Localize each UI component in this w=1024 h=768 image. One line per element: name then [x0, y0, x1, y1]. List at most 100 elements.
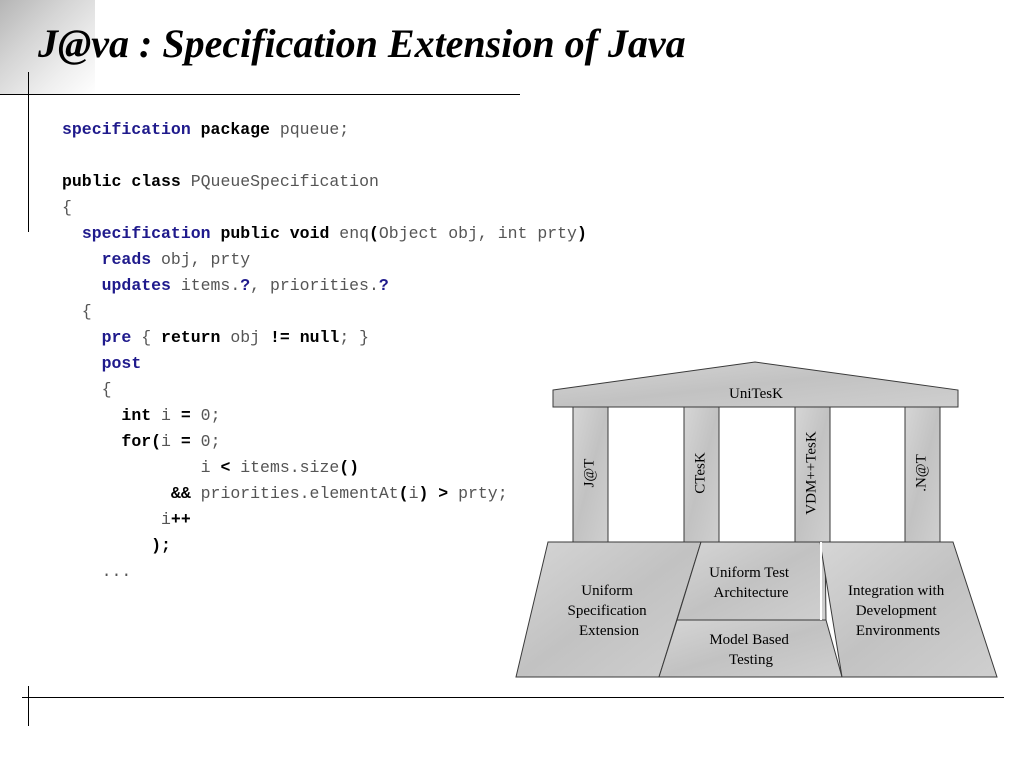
code-token: obj — [220, 328, 270, 347]
code-token: public — [220, 224, 280, 243]
code-token: priorities.elementAt — [190, 484, 399, 503]
code-token: Object obj, int prty — [378, 224, 577, 243]
code-token: ) — [418, 484, 429, 503]
footer-line — [22, 697, 1004, 698]
code-token: PQueueSpecification — [180, 172, 379, 191]
code-token: public — [62, 172, 122, 191]
code-token: post — [101, 354, 142, 373]
code-token — [62, 328, 102, 347]
code-token: , priorities. — [250, 276, 379, 295]
code-token: return — [161, 328, 221, 347]
code-token — [62, 406, 121, 425]
code-block: specification package pqueue; public clas… — [62, 117, 587, 585]
code-line: { — [62, 377, 587, 403]
code-token — [62, 276, 102, 295]
code-token: ? — [378, 276, 389, 295]
code-line: specification public void enq(Object obj… — [62, 221, 587, 247]
base-right-line: Integration with — [848, 583, 945, 599]
code-token: items.size — [230, 458, 340, 477]
code-line: && priorities.elementAt(i) > prty; — [62, 481, 587, 507]
code-token: { — [62, 302, 92, 321]
base-right-block — [819, 541, 998, 678]
code-token: i — [62, 510, 171, 529]
code-token — [62, 484, 171, 503]
code-token: ... — [62, 562, 132, 581]
code-token: int — [121, 406, 152, 425]
pillar-nat — [904, 406, 941, 543]
code-token: { — [62, 198, 72, 217]
code-token: ) — [576, 224, 587, 243]
title-underline — [0, 94, 520, 95]
code-token: obj, prty — [151, 250, 251, 269]
base-left-line: Extension — [579, 623, 639, 639]
code-line: i < items.size() — [62, 455, 587, 481]
code-token: ; } — [339, 328, 370, 347]
code-token: { — [131, 328, 162, 347]
code-token — [211, 224, 221, 243]
code-token: specification — [81, 224, 211, 243]
base-left-line: Specification — [568, 603, 648, 619]
pillar-label-jat: J@T — [581, 459, 597, 488]
code-token: i — [151, 406, 181, 425]
code-line — [62, 143, 587, 169]
code-line: ... — [62, 559, 587, 585]
code-line: updates items.?, priorities.? — [62, 273, 587, 299]
code-line: post — [62, 351, 587, 377]
code-token: for — [121, 432, 152, 451]
code-line: { — [62, 299, 587, 325]
code-token: specification — [62, 120, 191, 139]
code-token: pre — [101, 328, 132, 347]
code-line: specification package pqueue; — [62, 117, 587, 143]
pillar-label-ctesk: CTesK — [692, 452, 708, 494]
pillar-label-vdm-tesk: VDM++TesK — [803, 431, 819, 515]
code-token: ( — [151, 432, 162, 451]
code-token: ( — [369, 224, 379, 243]
slide-title: J@va : Specification Extension of Java — [38, 21, 686, 66]
code-line: { — [62, 195, 587, 221]
code-token — [62, 224, 82, 243]
roof-pediment — [552, 361, 959, 408]
code-line: public class PQueueSpecification — [62, 169, 587, 195]
pillar-jat — [572, 406, 609, 543]
code-line: ); — [62, 533, 587, 559]
code-token — [62, 354, 102, 373]
code-token: ? — [240, 276, 251, 295]
base-center-bottom-label: Model Based Testing — [709, 632, 792, 668]
code-line: int i = 0; — [62, 403, 587, 429]
code-token: ( — [398, 484, 409, 503]
base-center-top-line: Uniform Test — [709, 565, 790, 581]
code-token — [121, 172, 131, 191]
unitesk-temple-diagram: UniTesK J@T CTesK VDM++TesK .N@T Uniform… — [510, 355, 1005, 685]
code-token: enq — [329, 224, 369, 243]
base-center-bottom-line: Model Based — [709, 632, 789, 648]
code-token: i — [408, 484, 419, 503]
code-token: 0; — [190, 432, 221, 451]
code-token: != — [269, 328, 290, 347]
pillar-label-nat: .N@T — [913, 454, 929, 492]
code-token — [191, 120, 201, 139]
base-center-bottom-block — [658, 619, 843, 678]
footer-tick — [28, 686, 29, 726]
base-left-line: Uniform — [581, 583, 633, 599]
roof-label: UniTesK — [729, 386, 783, 402]
base-center-top-label: Uniform Test Architecture — [709, 565, 793, 601]
code-token: ); — [151, 536, 171, 555]
base-right-line: Environments — [856, 623, 940, 639]
base-right-line: Development — [856, 603, 938, 619]
code-token: void — [289, 224, 330, 243]
base-center-top-block — [676, 541, 827, 621]
code-line: i++ — [62, 507, 587, 533]
code-token: = — [180, 406, 191, 425]
base-center-bottom-line: Testing — [729, 652, 773, 668]
code-token — [428, 484, 438, 503]
code-token: null — [299, 328, 340, 347]
code-token: class — [131, 172, 181, 191]
code-token: ++ — [170, 510, 191, 529]
code-token: && — [170, 484, 191, 503]
corner-gradient — [0, 0, 95, 95]
base-right-label: Integration with Development Environment… — [848, 583, 948, 639]
code-token — [62, 432, 121, 451]
base-left-label: Uniform Specification Extension — [568, 583, 651, 639]
code-token — [62, 536, 151, 555]
code-token: i — [62, 458, 221, 477]
